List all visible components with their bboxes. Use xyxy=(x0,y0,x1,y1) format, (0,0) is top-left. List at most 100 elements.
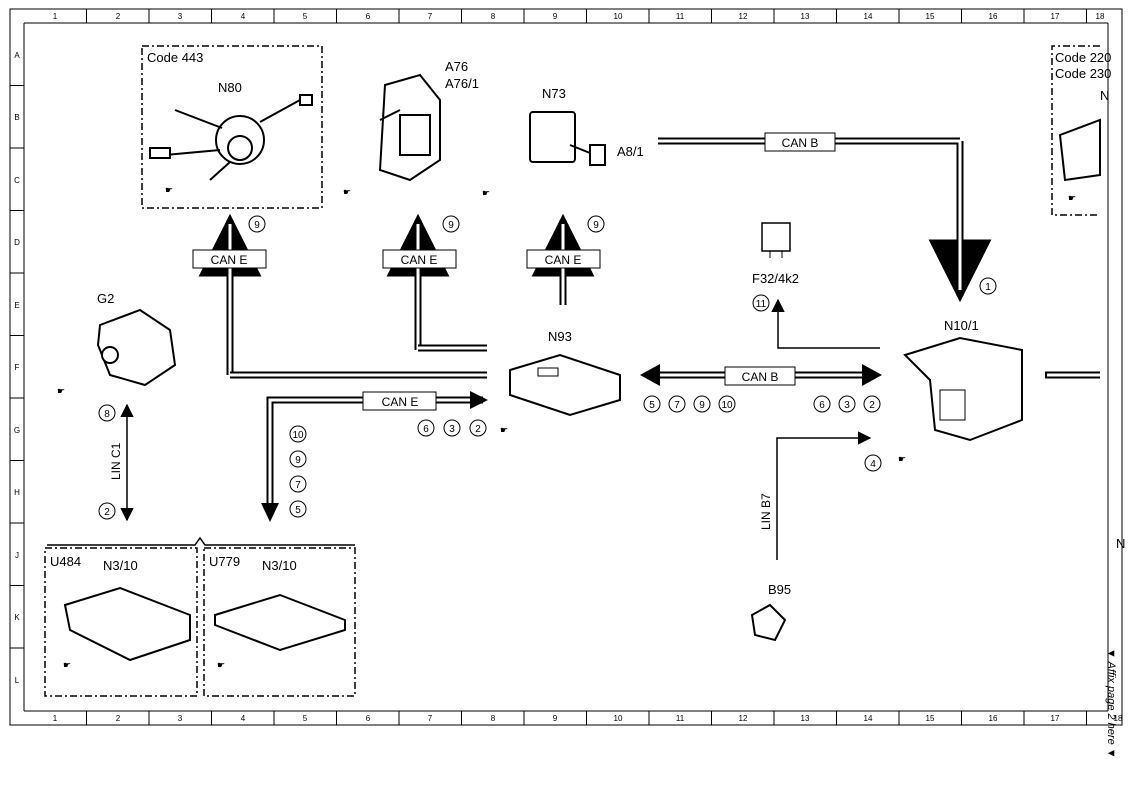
can-e-link-a76: CAN E 9 xyxy=(382,213,487,352)
n3-10-groups: U484 N3/10 U779 N3/10 ☛ ☛ xyxy=(44,536,356,697)
code220-label: Code 220 xyxy=(1055,50,1111,65)
col-label: 14 xyxy=(864,12,873,21)
n80-switch-icon xyxy=(149,94,313,181)
col-label: 10 xyxy=(614,714,623,723)
a8-1-label: A8/1 xyxy=(617,144,644,159)
n93-component: N93 ☛ xyxy=(500,329,621,435)
callout-3: 3 xyxy=(449,424,455,435)
callout-9: 9 xyxy=(448,220,454,231)
col-label: 17 xyxy=(1051,12,1060,21)
col-label: 11 xyxy=(676,714,685,723)
col-label: 14 xyxy=(864,714,873,723)
a76-1-label: A76/1 xyxy=(445,76,479,91)
n80-label: N80 xyxy=(218,80,242,95)
callout-6: 6 xyxy=(819,400,825,411)
reference-icon: ☛ xyxy=(500,425,508,435)
a76-tensioner-icon xyxy=(378,73,441,182)
code443-group: Code 443 N80 ☛ xyxy=(141,45,323,209)
can-e-label: CAN E xyxy=(211,253,248,267)
col-label: 4 xyxy=(241,714,246,723)
lin-c1-link: LIN C1 8 2 xyxy=(98,403,134,522)
callout-8: 8 xyxy=(104,409,110,420)
partial-n-label: N xyxy=(1100,88,1109,103)
callout-2: 2 xyxy=(475,424,481,435)
col-label: 16 xyxy=(989,714,998,723)
column-labels-bottom: 1 2 3 4 5 6 7 8 9 10 11 12 13 14 15 16 1… xyxy=(53,714,1123,723)
col-label: 3 xyxy=(178,12,183,21)
row-label: C xyxy=(14,176,20,185)
n73-ignition-icon xyxy=(529,111,606,166)
can-b-label: CAN B xyxy=(742,370,779,384)
col-label: 6 xyxy=(366,12,371,21)
reference-icon: ☛ xyxy=(63,660,71,670)
col-label: 10 xyxy=(614,12,623,21)
callout-9: 9 xyxy=(295,455,301,466)
col-label: 6 xyxy=(366,714,371,723)
col-label: 7 xyxy=(428,12,433,21)
col-label: 5 xyxy=(303,12,308,21)
reference-icon: ☛ xyxy=(343,187,351,197)
row-label: D xyxy=(14,238,20,247)
col-label: 2 xyxy=(116,12,121,21)
col-label: 2 xyxy=(116,714,121,723)
u484-label: U484 xyxy=(50,554,81,569)
partial-n-label-2: N xyxy=(1116,536,1125,551)
col-label: 8 xyxy=(491,12,496,21)
b95-component: B95 xyxy=(750,582,791,642)
callout-11: 11 xyxy=(756,299,767,310)
col-label: 11 xyxy=(676,12,685,21)
lin-c1-label: LIN C1 xyxy=(109,442,123,480)
b95-label: B95 xyxy=(768,582,791,597)
callout-1: 1 xyxy=(985,282,991,293)
n73-label: N73 xyxy=(542,86,566,101)
col-label: 17 xyxy=(1051,714,1060,723)
reference-icon: ☛ xyxy=(217,660,225,670)
callout-2: 2 xyxy=(869,400,875,411)
g2-label: G2 xyxy=(97,291,114,306)
callout-9: 9 xyxy=(593,220,599,231)
col-label: 9 xyxy=(553,714,558,723)
f32-label: F32/4k2 xyxy=(752,271,799,286)
ecu-icon xyxy=(214,593,346,652)
col-label: 1 xyxy=(53,714,58,723)
can-b-link-top: CAN B 1 xyxy=(658,132,997,303)
lin-b7-label: LIN B7 xyxy=(759,493,773,530)
callout-7: 7 xyxy=(674,400,680,411)
can-e-label: CAN E xyxy=(545,253,582,267)
col-label: 13 xyxy=(801,714,810,723)
callout-5: 5 xyxy=(649,400,655,411)
callout-10: 10 xyxy=(292,430,304,441)
module-icon xyxy=(1058,118,1101,182)
n3-10-label: N3/10 xyxy=(262,558,297,573)
n10-1-component: N10/1 ☛ xyxy=(898,318,1100,464)
callout-2: 2 xyxy=(104,507,110,518)
grid-frame xyxy=(9,8,1123,726)
can-e-link-n80: CAN E 9 xyxy=(192,213,267,375)
can-e-link-n73: CAN E 9 xyxy=(526,213,605,305)
code230-label: Code 230 xyxy=(1055,66,1111,81)
n3-10-label: N3/10 xyxy=(103,558,138,573)
callout-9: 9 xyxy=(699,400,705,411)
a76-label: A76 xyxy=(445,59,468,74)
code220-group: Code 220 Code 230 N ☛ xyxy=(1051,45,1111,216)
can-b-link-n93-n10: CAN B 5 7 9 10 6 3 2 xyxy=(640,364,882,413)
a76-component: A76 A76/1 ☛ xyxy=(343,59,479,197)
callout-7: 7 xyxy=(295,480,301,491)
u779-label: U779 xyxy=(209,554,240,569)
callout-3: 3 xyxy=(844,400,850,411)
col-label: 1 xyxy=(53,12,58,21)
reference-icon: ☛ xyxy=(482,188,490,198)
row-label: L xyxy=(15,676,20,685)
callout-10: 10 xyxy=(721,400,733,411)
col-label: 13 xyxy=(801,12,810,21)
can-b-label: CAN B xyxy=(782,136,819,150)
reference-icon: ☛ xyxy=(165,185,173,195)
n73-component: N73 A8/1 ☛ xyxy=(482,86,644,198)
col-label: 18 xyxy=(1096,12,1105,21)
row-label: H xyxy=(14,488,20,497)
reference-icon: ☛ xyxy=(57,386,65,396)
callout-5: 5 xyxy=(295,505,301,516)
can-e-label: CAN E xyxy=(382,395,419,409)
col-label: 4 xyxy=(241,12,246,21)
